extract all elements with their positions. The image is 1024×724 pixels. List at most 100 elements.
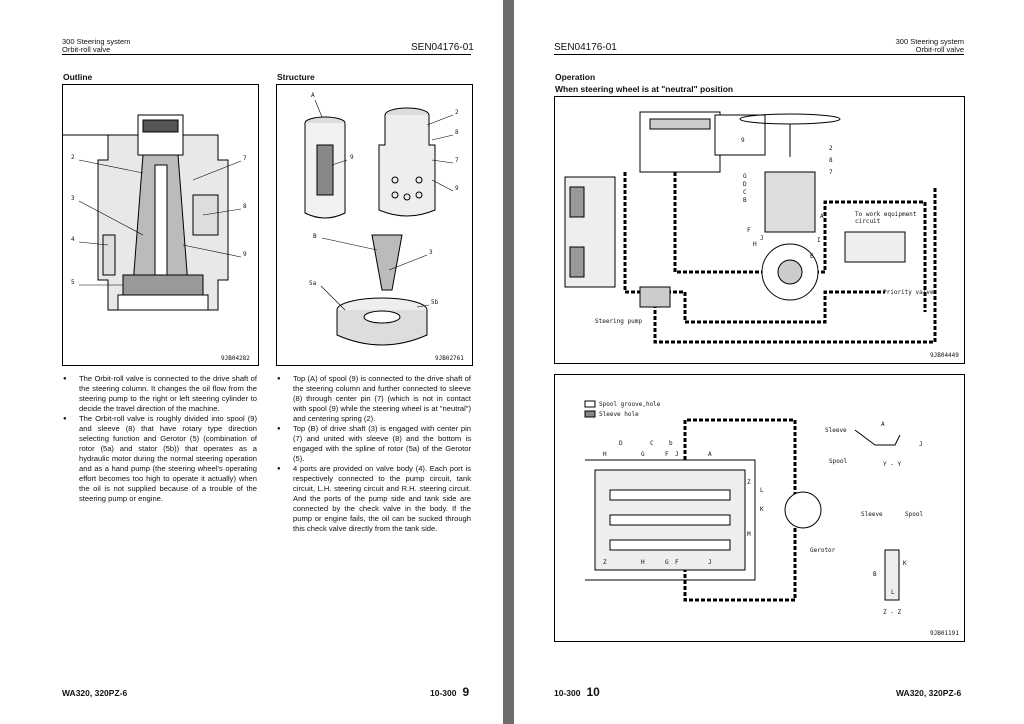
circuit-callout-f: F xyxy=(747,227,751,234)
outline-bullet-list: The Orbit-roll valve is connected to the… xyxy=(63,374,257,504)
structure-bullet: Top (A) of spool (9) is connected to the… xyxy=(277,374,471,424)
spool-callout-h-bottom: Z xyxy=(603,559,607,566)
footer-model-left: WA320, 320PZ-6 xyxy=(62,688,128,698)
zz-callout-k: B xyxy=(873,571,877,578)
yy-callout-b: J xyxy=(919,441,923,448)
circuit-callout-g: G xyxy=(743,173,747,180)
circuit-drawing xyxy=(564,111,937,344)
structure-bullet-list: Top (A) of spool (9) is connected to the… xyxy=(277,374,471,534)
footer-page-left: 10-300 9 xyxy=(430,685,469,699)
outline-figure: 2 7 3 8 4 9 5 9JB04282 xyxy=(62,84,259,366)
outline-callout-7: 7 xyxy=(243,155,247,162)
spool-callout-f-bottom: G xyxy=(665,559,669,566)
zz-section-label: Z - Z xyxy=(883,609,902,616)
spool-callout-a-top: A xyxy=(708,451,712,458)
spool-sleeve-figure: Spool groove,hole Sleeve hole D C b H G … xyxy=(554,374,965,642)
spool-callout-g-bottom: H xyxy=(641,559,645,566)
circuit-callout-i: I xyxy=(817,237,821,244)
outline-callout-3: 3 xyxy=(71,195,75,202)
outline-fig-code: 9JB04282 xyxy=(221,355,250,362)
footer-section-right: 10-300 xyxy=(554,688,581,698)
spool-callout-k: K xyxy=(760,506,764,513)
spool-callout-h-top: H xyxy=(603,451,607,458)
spool-callout-j-top: J xyxy=(675,451,679,458)
page-number-left: 9 xyxy=(462,685,470,699)
structure-bullet: 4 ports are provided on valve body (4). … xyxy=(277,464,471,534)
structure-callout-3: 3 xyxy=(429,249,433,256)
outline-bullet: The Orbit-roll valve is roughly divided … xyxy=(63,414,257,504)
circuit-fig-code: 9JB04449 xyxy=(930,352,959,359)
footer-section-left: 10-300 xyxy=(430,688,457,698)
zz-callout-m: L xyxy=(891,589,895,596)
operation-subtitle: When steering wheel is at "neutral" posi… xyxy=(555,84,734,94)
spool-callout-z-top: Z xyxy=(747,479,751,486)
footer-model-right: WA320, 320PZ-6 xyxy=(896,688,962,698)
circuit-callout-2: 2 xyxy=(829,145,833,152)
outline-callout-5: 5 xyxy=(71,279,75,286)
circuit-callout-c: C xyxy=(743,189,747,196)
structure-bullet: Top (B) of drive shaft (3) is engaged wi… xyxy=(277,424,471,464)
structure-callout-b: B xyxy=(313,233,317,240)
structure-callout-2: 2 xyxy=(455,109,459,116)
neutral-circuit-figure: 9 2 8 7 G D C B A F J H E I To work equi… xyxy=(554,96,965,364)
structure-fig-code: 9JB02761 xyxy=(435,355,464,362)
header-rule xyxy=(554,54,964,55)
structure-callout-9a: 9 xyxy=(350,154,354,161)
outline-title: Outline xyxy=(63,72,93,82)
structure-figure: A 9 2 8 7 9 B 3 5a 5b 9JB02761 xyxy=(276,84,473,366)
circuit-callout-b: B xyxy=(743,197,747,204)
steering-pump-label: Steering pump xyxy=(595,318,642,325)
outline-callout-9: 9 xyxy=(243,251,247,258)
legend-sleeve-hole: Sleeve hole xyxy=(599,411,639,418)
spool-label-zz: Spool xyxy=(905,511,924,518)
sleeve-label-zz: Sleeve xyxy=(861,511,883,518)
spool-label-yy: Spool xyxy=(829,458,848,465)
spool-sleeve-drawing xyxy=(584,400,901,602)
circuit-callout-a: A xyxy=(820,213,824,220)
spool-callout-c: C xyxy=(650,440,654,447)
spool-callout-b: b xyxy=(669,440,673,447)
circuit-callout-j: J xyxy=(760,235,764,242)
sleeve-label-yy: Sleeve xyxy=(825,427,847,434)
doc-code-right: SEN04176-01 xyxy=(554,42,617,53)
doc-code-left: SEN04176-01 xyxy=(411,42,474,53)
footer-page-right: 10-300 10 xyxy=(554,685,600,699)
outline-callout-8: 8 xyxy=(243,203,247,210)
header-section-right: 300 Steering system Orbit-roll valve xyxy=(895,37,964,54)
priority-valve-label: Priority valve xyxy=(883,289,934,296)
yy-callout-j: A xyxy=(881,421,885,428)
zz-callout-l: K xyxy=(903,560,907,567)
header-section-left: 300 Steering system Orbit-roll valve xyxy=(62,37,131,54)
structure-title: Structure xyxy=(277,72,315,82)
spool-callout-g-top: G xyxy=(641,451,645,458)
spool-callout-d: D xyxy=(619,440,623,447)
circuit-callout-9: 9 xyxy=(741,137,745,144)
structure-callout-7: 7 xyxy=(455,157,459,164)
structure-callout-8: 8 xyxy=(455,129,459,136)
left-page: 300 Steering system Orbit-roll valve SEN… xyxy=(0,0,503,724)
operation-title: Operation xyxy=(555,72,596,82)
circuit-callout-h: H xyxy=(753,241,757,248)
circuit-callout-7: 7 xyxy=(829,169,833,176)
structure-drawing xyxy=(304,99,454,346)
circuit-callout-8: 8 xyxy=(829,157,833,164)
header-rule xyxy=(62,54,471,55)
structure-callout-5b: 5b xyxy=(431,299,439,306)
yy-section-label: Y - Y xyxy=(883,461,902,468)
spool-callout-l: L xyxy=(760,487,764,494)
outline-callout-4: 4 xyxy=(71,236,75,243)
structure-callout-9b: 9 xyxy=(455,185,459,192)
outline-drawing xyxy=(63,114,242,311)
spool-fig-code: 9JB01191 xyxy=(930,630,959,637)
spool-callout-f-top: F xyxy=(665,451,669,458)
right-page: SEN04176-01 300 Steering system Orbit-ro… xyxy=(514,0,1024,724)
structure-callout-5a: 5a xyxy=(309,280,317,287)
to-work-equipment-label: To work equipment circuit xyxy=(855,211,917,225)
legend-spool-groove: Spool groove,hole xyxy=(599,401,661,408)
circuit-callout-e: E xyxy=(810,253,814,260)
outline-callout-2: 2 xyxy=(71,154,75,161)
page-number-right: 10 xyxy=(586,685,600,699)
circuit-callout-d: D xyxy=(743,181,747,188)
gerotor-label: Gerotor xyxy=(810,547,836,554)
spool-callout-z-bottom: M xyxy=(747,531,751,538)
